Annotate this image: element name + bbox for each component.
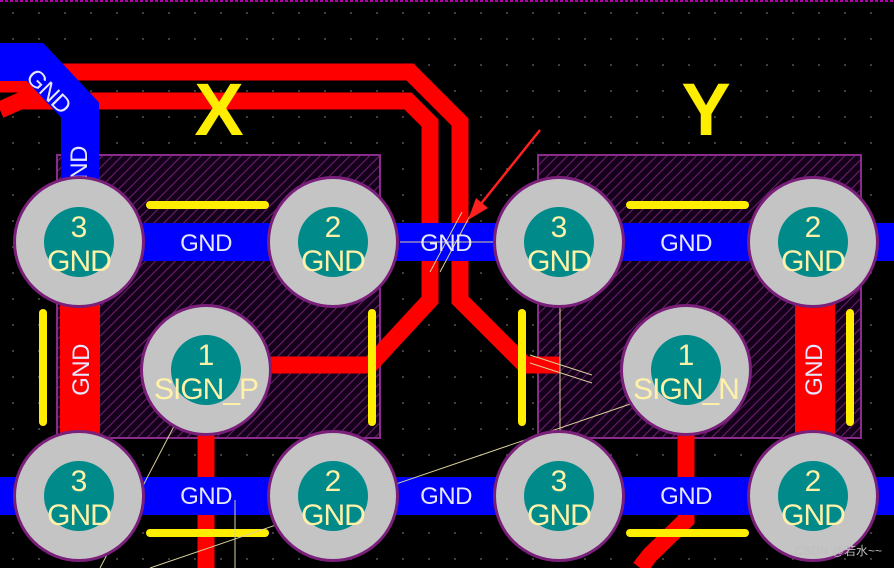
drill-hole: [778, 461, 848, 531]
pad-number: 2: [324, 211, 342, 244]
pad-x-2-bottom[interactable]: 2 GND: [267, 430, 399, 562]
drill-hole: [778, 207, 848, 277]
pad-net: SIGN_P: [153, 373, 259, 406]
track-label: GND: [68, 344, 95, 396]
trace-gnd-corner: [0, 43, 99, 235]
pad-y-3-bottom[interactable]: 3 GND: [493, 430, 625, 562]
track-label: GND: [660, 483, 712, 510]
pad-net: GND: [301, 499, 366, 532]
pad-net: GND: [47, 245, 112, 278]
drill-hole: [651, 335, 721, 405]
pad-number: 3: [70, 211, 88, 244]
pad-x-3-bottom[interactable]: 3 GND: [13, 430, 145, 562]
pad-y-3-top[interactable]: 3 GND: [493, 176, 625, 308]
pad-number: 3: [70, 465, 88, 498]
track-label: GND: [420, 230, 472, 257]
drill-hole: [298, 461, 368, 531]
pad-x-2-top[interactable]: 2 GND: [267, 176, 399, 308]
drill-hole: [44, 207, 114, 277]
trace-y-center-down: [633, 380, 695, 568]
pad-net: GND: [301, 245, 366, 278]
pad-number: 3: [550, 211, 568, 244]
pad-net: GND: [527, 499, 592, 532]
drill-hole: [44, 461, 114, 531]
pad-number: 1: [197, 339, 215, 372]
pad-net: SIGN_N: [633, 373, 740, 406]
pad-x-3-top[interactable]: 3 GND: [13, 176, 145, 308]
watermark: CSDN @若水~~: [794, 544, 882, 558]
drill-hole: [298, 207, 368, 277]
pad-net: GND: [781, 499, 846, 532]
pad-number: 1: [677, 339, 695, 372]
designator-y: Y: [681, 68, 731, 151]
designator-x: X: [194, 68, 244, 151]
track-label: GND: [180, 483, 232, 510]
track-label: GND: [180, 230, 232, 257]
pad-y-2-top[interactable]: 2 GND: [747, 176, 879, 308]
pad-net: GND: [781, 245, 846, 278]
silkscreen-lines: [39, 201, 854, 537]
pad-y-1[interactable]: 1 SIGN_N: [620, 304, 752, 436]
track-label: GND: [660, 230, 712, 257]
pad-net: GND: [527, 245, 592, 278]
pad-number: 2: [324, 465, 342, 498]
pad-x-1[interactable]: 1 SIGN_P: [140, 304, 272, 436]
pad-number: 3: [550, 465, 568, 498]
pointer-arrow: [468, 129, 541, 220]
pad-number: 2: [804, 465, 822, 498]
drill-hole: [524, 461, 594, 531]
pad-net: GND: [47, 499, 112, 532]
track-label: GND: [420, 483, 472, 510]
pad-number: 2: [804, 211, 822, 244]
drill-hole: [524, 207, 594, 277]
pad-y-2-bottom[interactable]: 2 GND: [747, 430, 879, 562]
track-label: GND: [801, 344, 828, 396]
drill-hole: [171, 335, 241, 405]
